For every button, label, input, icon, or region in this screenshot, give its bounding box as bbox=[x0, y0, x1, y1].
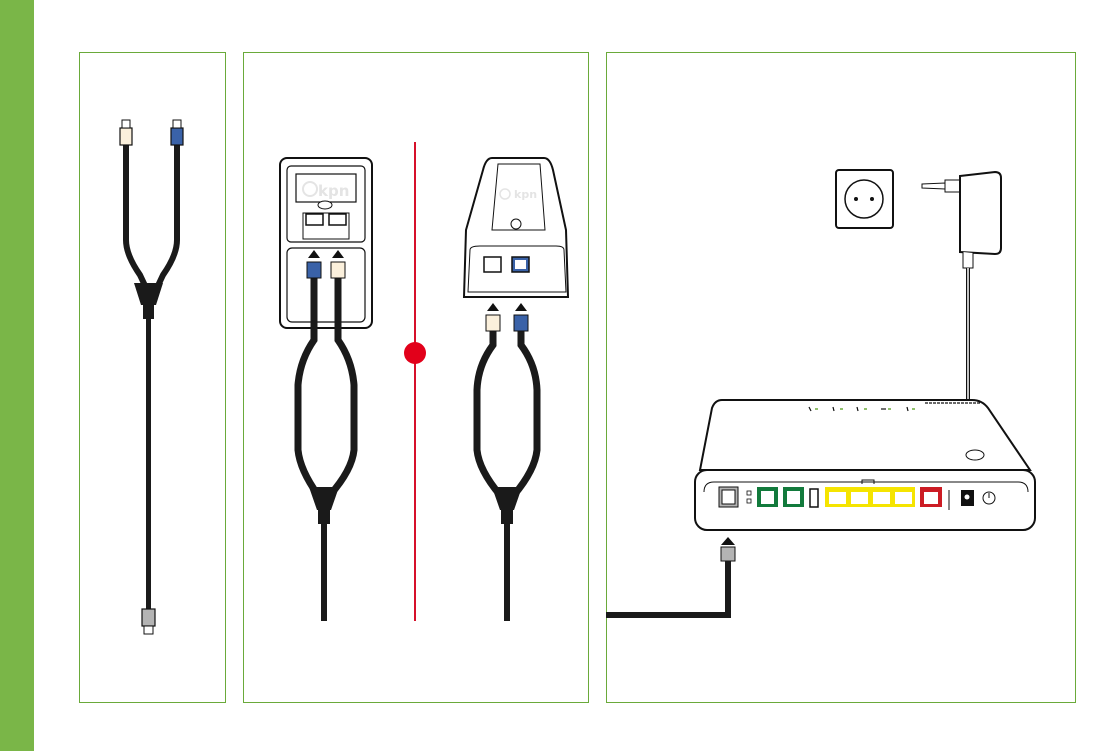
base-kpn-logo: kpn bbox=[514, 188, 537, 201]
insert-arrow-icon bbox=[332, 250, 344, 258]
insert-arrow-icon bbox=[515, 303, 527, 311]
wall-power-socket bbox=[835, 169, 894, 229]
dsl-cable bbox=[606, 537, 736, 618]
insert-arrow-icon bbox=[487, 303, 499, 311]
base-y-cable bbox=[473, 303, 541, 621]
splitter-y-cable bbox=[294, 250, 358, 621]
or-divider-dot bbox=[404, 342, 426, 364]
beige-plug bbox=[119, 127, 133, 146]
y-splitter-cable bbox=[119, 119, 184, 635]
usb-port bbox=[809, 488, 819, 508]
phone-base-station: kpn bbox=[462, 157, 570, 298]
panel-connect-splitter bbox=[243, 52, 589, 703]
insert-arrow-icon bbox=[721, 537, 735, 545]
blue-plug bbox=[170, 127, 184, 146]
panel-splitter-cable bbox=[79, 52, 226, 703]
lan-ports bbox=[825, 487, 915, 507]
panel-connect-modem bbox=[606, 52, 1076, 703]
grey-plug bbox=[141, 608, 156, 627]
insert-arrow-icon bbox=[308, 250, 320, 258]
wall-splitter: kpn bbox=[279, 157, 373, 329]
side-accent-bar bbox=[0, 0, 34, 751]
modem-router bbox=[694, 399, 1036, 531]
splitter-kpn-logo: kpn bbox=[318, 182, 349, 200]
